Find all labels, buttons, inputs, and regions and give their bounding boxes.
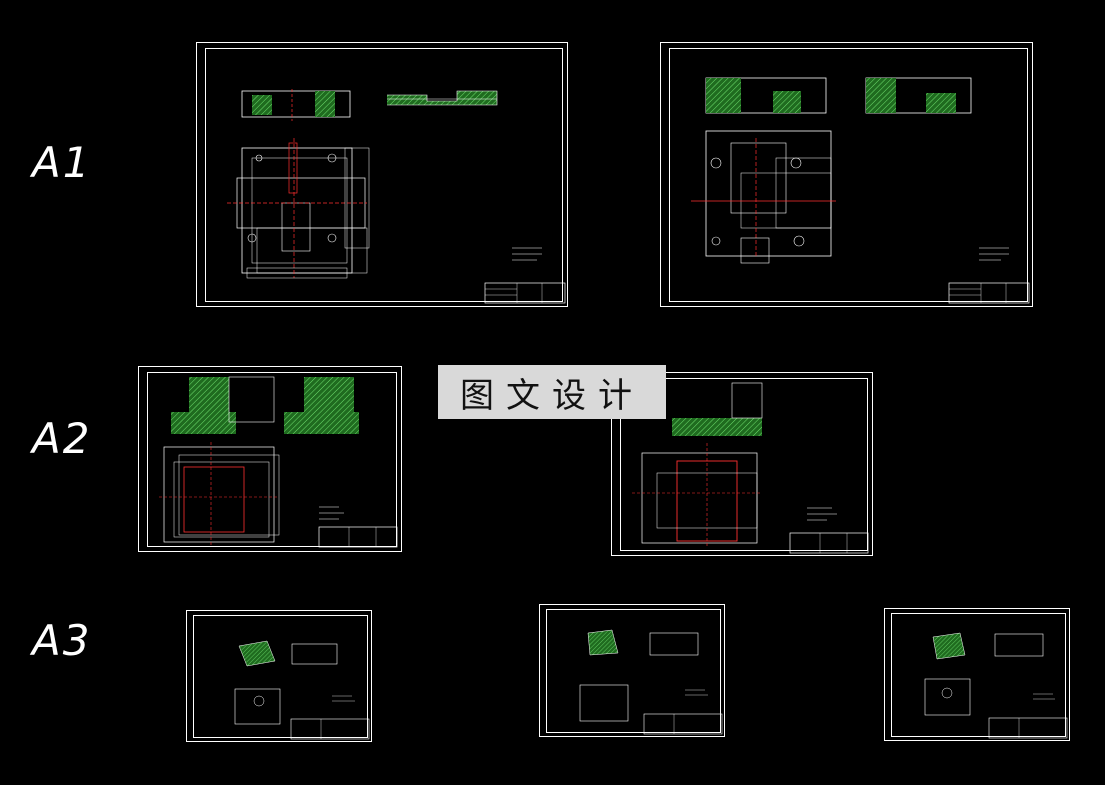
- drawing-sheet-a3-1: [186, 610, 372, 742]
- drawing-a3-2: [579, 629, 723, 735]
- drawing-sheet-a1-2: [660, 42, 1033, 307]
- row-label-a3: A3: [32, 616, 92, 665]
- drawing-sheet-a2-2: [611, 372, 873, 556]
- watermark-label: 图文设计: [438, 365, 666, 419]
- drawing-sheet-a3-2: [539, 604, 725, 737]
- drawing-sheet-a3-3: [884, 608, 1070, 741]
- drawing-sheet-a2-1: [138, 366, 402, 552]
- drawing-sheet-a1-1: [196, 42, 568, 307]
- drawing-a2-1: [159, 376, 398, 548]
- drawing-a2-2: [632, 382, 869, 554]
- drawing-a3-1: [234, 640, 370, 740]
- row-label-a1: A1: [32, 138, 92, 187]
- drawing-a1-1: [227, 89, 566, 304]
- row-label-a2: A2: [32, 414, 92, 463]
- drawing-a3-3: [924, 632, 1068, 739]
- drawing-a1-2: [691, 77, 1030, 304]
